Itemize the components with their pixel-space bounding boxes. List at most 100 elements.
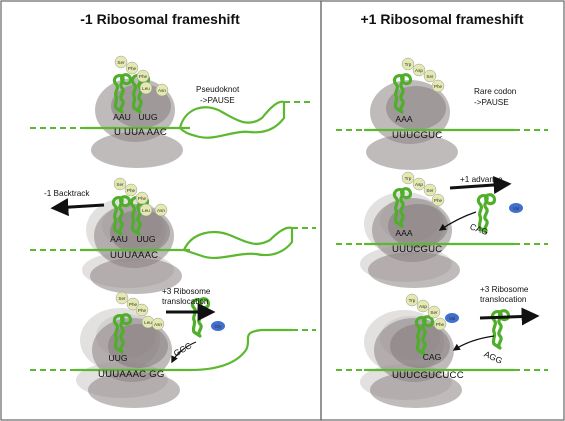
amino-acid — [423, 69, 437, 83]
amino-acid-label: Leu — [144, 320, 152, 325]
amino-acid — [139, 81, 153, 95]
annotation-line1: +3 Ribosome — [162, 287, 211, 296]
amino-acid-label: Asp — [415, 68, 423, 73]
annotation: -1 Backtrack — [44, 189, 90, 198]
anticodon-label: AAU — [110, 234, 128, 244]
amino-acid — [431, 79, 445, 93]
amino-acid-label: Ser — [116, 182, 124, 187]
amino-acid-label: Asp — [419, 304, 427, 309]
amino-acid — [151, 317, 165, 331]
amino-acid-label: Phe — [127, 188, 136, 193]
translocation-arrow — [479, 307, 540, 326]
amino-acid — [136, 69, 150, 83]
mrna-sequence: UUUAAAC GG — [98, 369, 165, 380]
left-stage2: Ser Phe Phe Leu Asn AAU UUG UUUAAAC -1 B… — [30, 177, 316, 294]
nascent-amino-acid — [445, 313, 459, 323]
amino-acid — [135, 191, 149, 205]
mrna-sequence: UUUCGUC — [392, 130, 442, 141]
amino-acid-label: Ser — [117, 60, 125, 65]
mrna-sequence: U UUA AAC — [114, 127, 167, 138]
annotation: +1 advance — [460, 175, 503, 184]
amino-acid-label: Leu — [142, 208, 150, 213]
anticodon-label: UUG — [108, 353, 127, 363]
amino-acid-label: Phe — [138, 308, 147, 313]
incoming-amino-acid — [211, 321, 225, 331]
amino-acid — [113, 177, 127, 191]
right-stage1: Trp Asp Ser Phe AAA UUUCGUC Rare codon -… — [336, 57, 548, 170]
amino-acid — [114, 55, 128, 69]
anticodon-label: CAG — [423, 352, 442, 362]
amino-acid-label: Asn — [158, 88, 166, 93]
amino-acid-label: Phe — [129, 302, 138, 307]
anticodon-label: UUG — [138, 112, 157, 122]
amino-acid — [433, 317, 447, 331]
annotation-line1: Rare codon — [474, 87, 517, 96]
mrna-strand — [76, 328, 292, 372]
incoming-arrow — [452, 335, 495, 351]
amino-acid — [124, 183, 138, 197]
amino-acid — [126, 297, 140, 311]
pseudoknot — [182, 226, 294, 260]
left-stage1: Ser Phe Phe Leu Asn AAU UUG U UUA AAC Ps… — [30, 55, 312, 168]
backtrack-arrow — [50, 198, 105, 217]
anticodon-label: UUG — [136, 234, 155, 244]
mrna-sequence: UUUCGUC — [392, 244, 442, 255]
incoming-arrow — [171, 341, 197, 364]
amino-acid-label: Asn — [157, 208, 165, 213]
advance-arrow — [449, 176, 512, 194]
amino-acid-label: Leu — [142, 86, 150, 91]
amino-acid — [115, 291, 129, 305]
amino-acid-label: Asp — [415, 182, 423, 187]
amino-acid — [416, 299, 430, 313]
left-stage3: Gly Ser Phe Phe Leu Asn UUG GCC UUUAAAC … — [30, 287, 316, 408]
anticodon-label: AAA — [395, 114, 412, 124]
left-title: -1 Ribosomal frameshift — [80, 11, 240, 27]
annotation-line2: translocation — [162, 297, 209, 306]
annotation-line1: +3 Ribosome — [480, 285, 529, 294]
right-panel-frame — [320, 0, 565, 421]
annotation-line2: ->PAUSE — [200, 96, 235, 105]
amino-acid-label: Trp — [405, 176, 412, 181]
pseudoknot — [178, 100, 286, 139]
amino-acid — [401, 57, 415, 71]
amino-acid-label: Phe — [434, 198, 443, 203]
amino-acid — [155, 83, 169, 97]
amino-acid-label: Ser — [430, 310, 438, 315]
amino-acid — [423, 183, 437, 197]
amino-acid-label: Phe — [138, 196, 147, 201]
amino-acid-label: Ser — [118, 296, 126, 301]
amino-acid-label: Phe — [128, 66, 137, 71]
amino-acid-label: Phe — [434, 84, 443, 89]
incoming-amino-acid-label: Gly — [215, 324, 223, 329]
amino-acid — [412, 63, 426, 77]
mrna-sequence: UUUCGUCUCC — [392, 370, 464, 381]
amino-acid-label: Trp — [409, 298, 416, 303]
amino-acid — [431, 193, 445, 207]
annotation-line2: ->PAUSE — [474, 98, 509, 107]
amino-acid-label: Val — [449, 316, 455, 321]
amino-acid — [135, 303, 149, 317]
amino-acid — [139, 203, 153, 217]
incoming-amino-acid-label: Val — [513, 206, 519, 211]
amino-acid — [401, 171, 415, 185]
amino-acid — [154, 203, 168, 217]
annotation-line2: translocation — [480, 295, 527, 304]
incoming-arrow — [438, 211, 477, 231]
amino-acid-label: Trp — [405, 62, 412, 67]
amino-acid — [405, 293, 419, 307]
anticodon-label: AAA — [395, 228, 412, 238]
incoming-amino-acid — [509, 203, 523, 213]
right-stage3: Trp Asp Ser Phe Val CAG AGG UUUCGUCUCC +… — [336, 285, 548, 408]
amino-acid-label: Phe — [436, 322, 445, 327]
annotation-line1: Pseudoknot — [196, 85, 240, 94]
right-title: +1 Ribosomal frameshift — [361, 11, 524, 27]
anticodon-label: AAU — [113, 112, 131, 122]
amino-acid-label: Asn — [154, 322, 162, 327]
amino-acid — [125, 61, 139, 75]
amino-acid-label: Ser — [426, 74, 434, 79]
amino-acid-label: Phe — [139, 74, 148, 79]
amino-acid-label: Ser — [426, 188, 434, 193]
amino-acid — [427, 305, 441, 319]
mrna-sequence: UUUAAAC — [110, 250, 158, 261]
